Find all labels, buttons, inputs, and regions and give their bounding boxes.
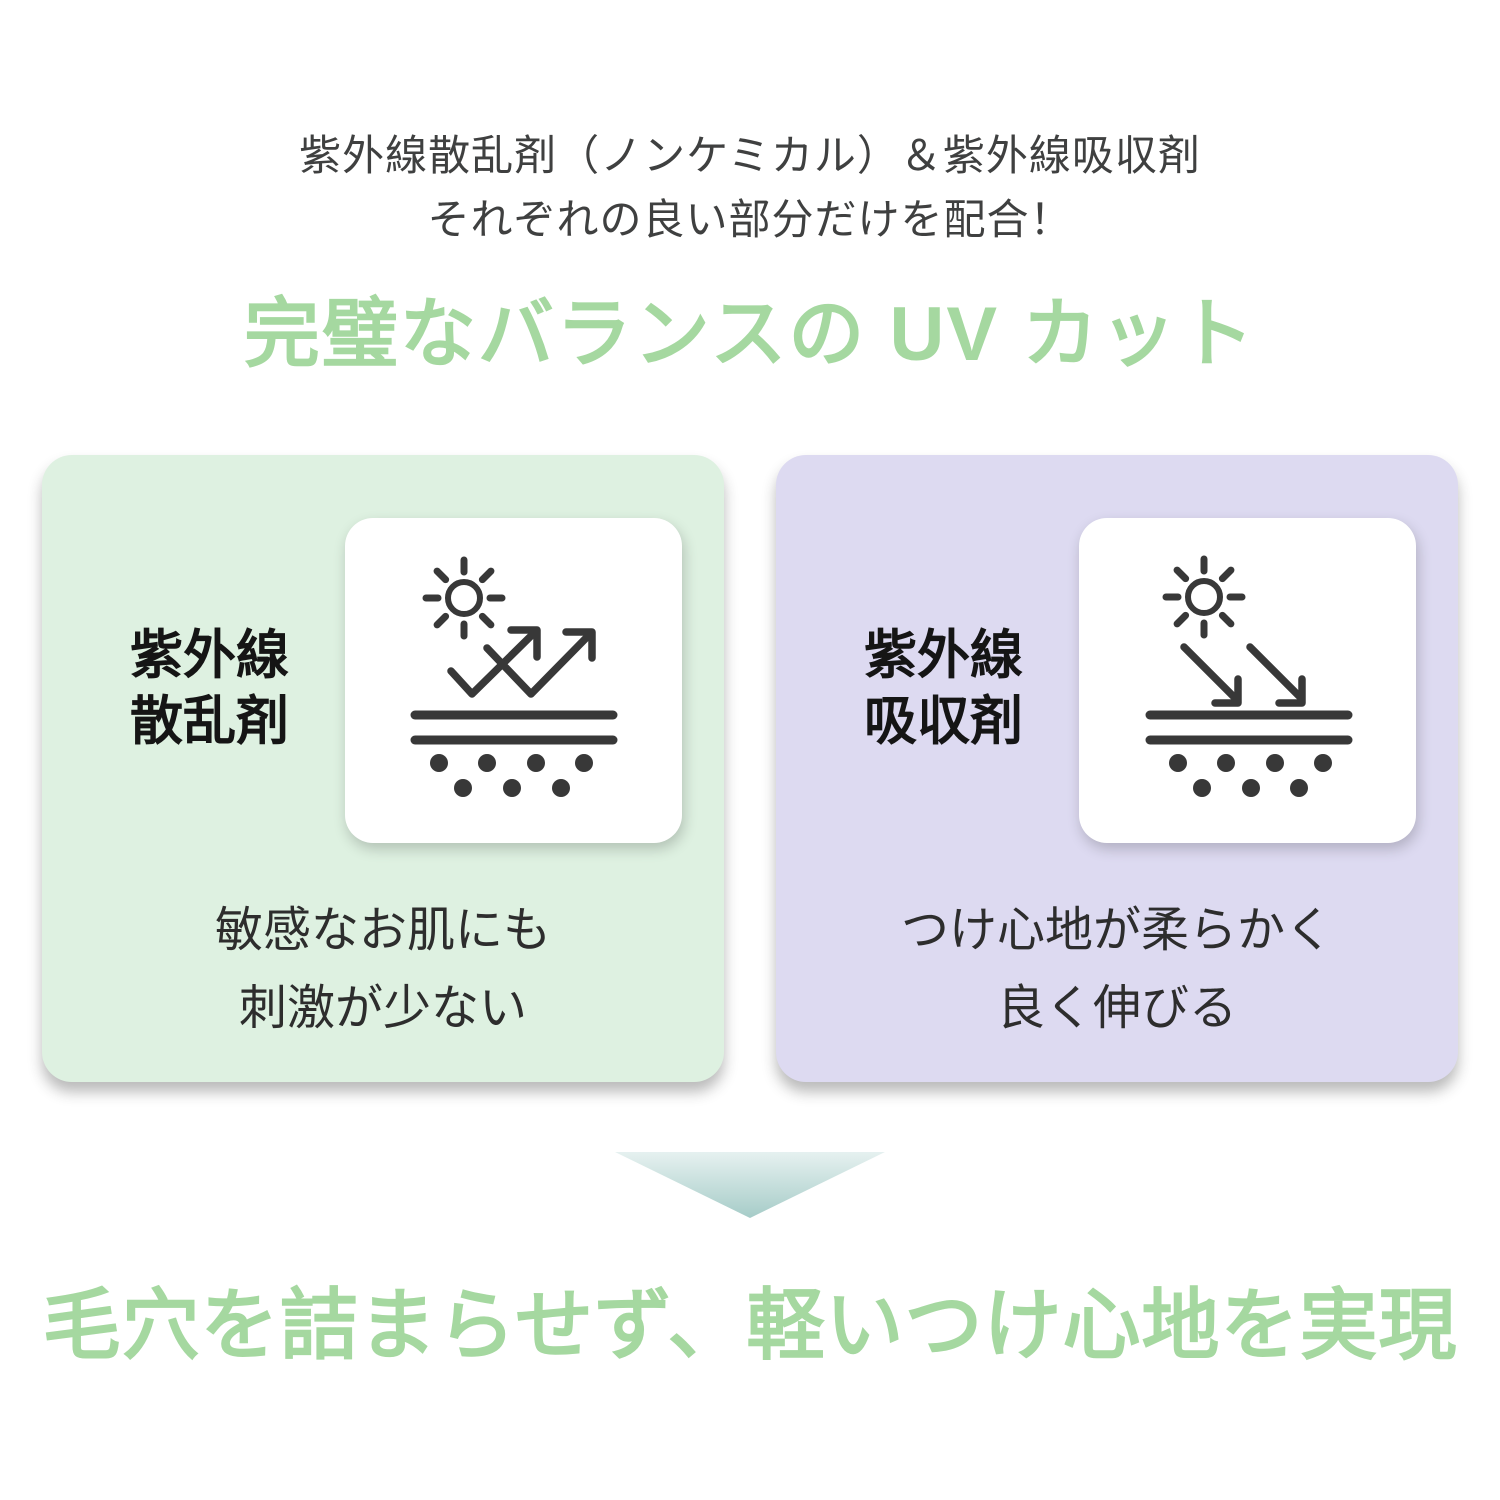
card-description-line-2: 良く伸びる [996, 982, 1237, 1035]
sun-absorb-into-skin-icon [1145, 555, 1352, 797]
card-label-line-1: 紫外線 [864, 626, 1023, 685]
icon-tile [1079, 518, 1416, 843]
card-label-line-2: 散乱剤 [130, 692, 289, 751]
comparison-cards-row: 紫外線 散乱剤 [42, 455, 1458, 1082]
card-description-line-1: 敏感なお肌にも [214, 904, 551, 957]
card-description: つけ心地が柔らかく 良く伸びる [776, 892, 1458, 1048]
card-label: 紫外線 吸収剤 [836, 623, 1051, 755]
card-label-line-1: 紫外線 [130, 626, 289, 685]
down-arrow-icon [615, 1152, 885, 1218]
card-description: 敏感なお肌にも 刺激が少ない [42, 892, 724, 1048]
icon-tile [345, 518, 682, 843]
card-uv-absorber: 紫外線 吸収剤 [776, 455, 1458, 1082]
card-description-line-2: 刺激が少ない [238, 982, 527, 1035]
card-label-line-2: 吸収剤 [864, 692, 1023, 751]
card-label: 紫外線 散乱剤 [102, 623, 317, 755]
card-description-line-1: つけ心地が柔らかく [900, 904, 1333, 957]
footer-title: 毛穴を詰まらせず、軽いつけ心地を実現 [42, 1281, 1458, 1369]
subtitle-line-1: 紫外線散乱剤（ノンケミカル）＆紫外線吸収剤 [299, 132, 1201, 179]
card-uv-scattering: 紫外線 散乱剤 [42, 455, 724, 1082]
subtitle: 紫外線散乱剤（ノンケミカル）＆紫外線吸収剤 それぞれの良い部分だけを配合！ [0, 124, 1500, 252]
subtitle-line-2: それぞれの良い部分だけを配合！ [427, 196, 1073, 243]
main-title: 完璧なバランスの UV カット [243, 292, 1257, 377]
sun-reflect-off-skin-icon [410, 556, 617, 797]
